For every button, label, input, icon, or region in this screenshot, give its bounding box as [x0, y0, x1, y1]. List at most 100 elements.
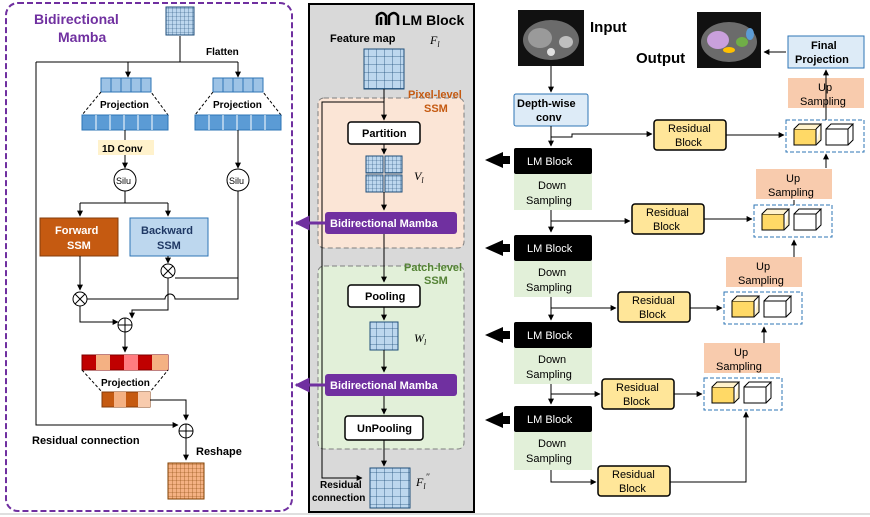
wl-label: Wl	[414, 331, 427, 347]
backward-ssm-label2: SSM	[157, 240, 181, 252]
lm-block-3	[514, 322, 592, 348]
rb-5-label1: Residual	[612, 469, 655, 481]
up-sampling-2	[756, 169, 832, 199]
rb-3-label1: Residual	[632, 295, 675, 307]
down-2-label1: Down	[538, 267, 566, 279]
down-4-label1: Down	[538, 438, 566, 450]
up-4-label2: Sampling	[716, 361, 762, 373]
rb-1-label2: Block	[675, 137, 702, 149]
up-1-label2: Sampling	[800, 96, 846, 108]
residual-connection-label: Residual connection	[32, 435, 140, 447]
patch-level-label2: SSM	[424, 275, 448, 287]
concat-node-1	[785, 119, 865, 153]
lm-block-2	[514, 235, 592, 261]
concat-node-2	[753, 204, 833, 238]
middle-panel: LM Block Feature map Fl Pixel-level SSM …	[294, 3, 475, 513]
down-3-label2: Sampling	[526, 369, 572, 381]
up-sampling-3	[726, 257, 802, 287]
pooled-grid-icon	[369, 321, 399, 351]
lm-block-1-label: LM Block	[527, 156, 573, 168]
up-3-label1: Up	[756, 261, 770, 273]
bimamba1-label: Bidirectional Mamba	[330, 218, 438, 230]
bimamba2-label: Bidirectional Mamba	[330, 380, 438, 392]
lm-block-4	[514, 406, 592, 432]
output-grid-icon	[167, 462, 205, 500]
rb-5-label2: Block	[619, 483, 646, 495]
projection-left-block: Projection	[80, 77, 169, 131]
up-2-label2: Sampling	[768, 187, 814, 199]
down-4-label2: Sampling	[526, 453, 572, 465]
down-3-label1: Down	[538, 354, 566, 366]
bidirectional-mamba-2	[325, 374, 457, 396]
feature-map-grid-icon	[363, 48, 405, 90]
vl-label: Vl	[414, 169, 424, 185]
right-panel: Input Output Final Projection Depth-wise…	[485, 10, 865, 497]
rb-2-label2: Block	[653, 221, 680, 233]
backward-ssm-label1: Backward	[141, 225, 193, 237]
output-label: Output	[636, 50, 685, 67]
fl-label: Fl	[429, 33, 440, 49]
left-title-line2: Mamba	[58, 29, 106, 45]
down-1-label1: Down	[538, 180, 566, 192]
silu-left-label: Silu	[116, 176, 131, 186]
stage-arrow-1	[485, 152, 510, 168]
depthwise-label2: conv	[536, 112, 563, 124]
lm-block-4-label: LM Block	[527, 414, 573, 426]
input-grid-icon	[165, 6, 195, 36]
residual-block-3	[617, 291, 691, 323]
output-feature-grid-icon	[369, 467, 411, 509]
lm-block-3-label: LM Block	[527, 330, 573, 342]
final-projection-label2: Projection	[795, 54, 849, 66]
rb-4-label1: Residual	[616, 382, 659, 394]
left-panel: Bidirectional Mamba Flatten Projection	[5, 2, 293, 512]
reshape-label: Reshape	[196, 446, 242, 458]
down-sampling-3	[514, 348, 592, 384]
rb-2-label1: Residual	[646, 207, 689, 219]
residual-block-5	[597, 465, 671, 497]
pixel-level-label1: Pixel-level	[408, 89, 462, 101]
patch-level-label1: Patch-level	[404, 262, 462, 274]
patch-level-ssm-region	[317, 265, 465, 450]
projection-bottom-label: Projection	[101, 378, 150, 389]
stage-arrow-3	[485, 327, 510, 343]
up-3-label2: Sampling	[738, 275, 784, 287]
down-sampling-4	[514, 432, 592, 470]
rb-3-label2: Block	[639, 309, 666, 321]
down-sampling-2	[514, 261, 592, 297]
input-ct-image	[518, 10, 584, 66]
unpooling-label: UnPooling	[357, 423, 412, 435]
depthwise-label1: Depth-wise	[517, 98, 576, 110]
stage-arrow-2	[485, 240, 510, 256]
middle-residual-label1: Residual	[320, 480, 362, 491]
final-projection-label1: Final	[811, 40, 837, 52]
backward-ssm-block	[129, 217, 209, 257]
projection-left-label: Projection	[100, 100, 149, 111]
feature-map-label: Feature map	[330, 33, 396, 45]
bidirectional-mamba-1	[325, 212, 457, 234]
conv-label: 1D Conv	[102, 144, 143, 155]
rb-1-label1: Residual	[668, 123, 711, 135]
middle-residual-label2: connection	[312, 493, 365, 504]
rb-4-label2: Block	[623, 396, 650, 408]
output-ct-image	[697, 12, 761, 68]
partition-grid-icon	[365, 155, 403, 193]
lm-block-2-label: LM Block	[527, 243, 573, 255]
concat-node-4	[703, 377, 783, 411]
silu-right-label: Silu	[229, 176, 244, 186]
up-2-label1: Up	[786, 173, 800, 185]
up-4-label1: Up	[734, 347, 748, 359]
down-1-label2: Sampling	[526, 195, 572, 207]
conv-block	[98, 140, 154, 155]
projection-bottom-block: Projection	[81, 354, 169, 408]
down-sampling-1	[514, 174, 592, 210]
projection-right-label: Projection	[213, 100, 262, 111]
down-2-label2: Sampling	[526, 282, 572, 294]
pixel-level-label2: SSM	[424, 103, 448, 115]
lm-block-1	[514, 148, 592, 174]
up-sampling-4	[704, 343, 780, 373]
fout-label: Fl′′	[415, 472, 431, 491]
input-label: Input	[590, 19, 627, 36]
final-projection-box	[787, 35, 865, 69]
forward-ssm-block	[39, 217, 119, 257]
